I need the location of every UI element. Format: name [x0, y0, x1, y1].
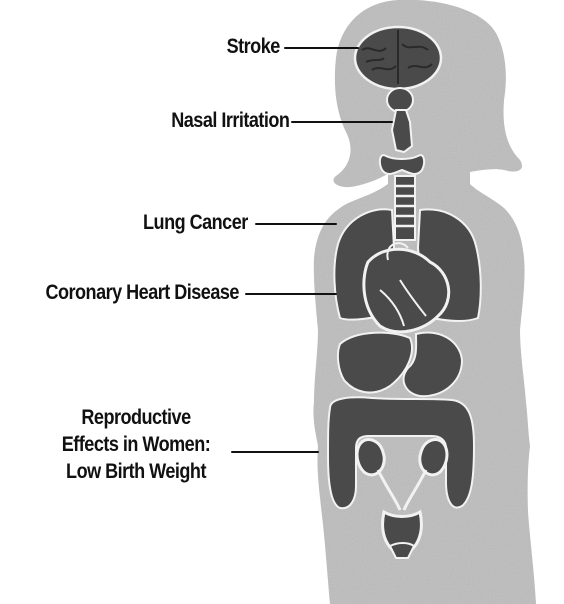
reproductive-label-line-3: Low Birth Weight [50, 458, 222, 485]
trachea [395, 176, 415, 240]
reproductive-label-line-2: Effects in Women: [50, 431, 222, 458]
nasal-irritation-label: Nasal Irritation [171, 107, 289, 134]
lung-cancer-label: Lung Cancer [143, 209, 248, 236]
coronary-heart-disease-label: Coronary Heart Disease [46, 279, 239, 306]
reproductive-label-line-1: Reproductive [50, 404, 222, 431]
stroke-label: Stroke [227, 33, 280, 60]
nasal-passage [392, 110, 412, 152]
reproductive-effects-label: Reproductive Effects in Women: Low Birth… [50, 404, 222, 485]
